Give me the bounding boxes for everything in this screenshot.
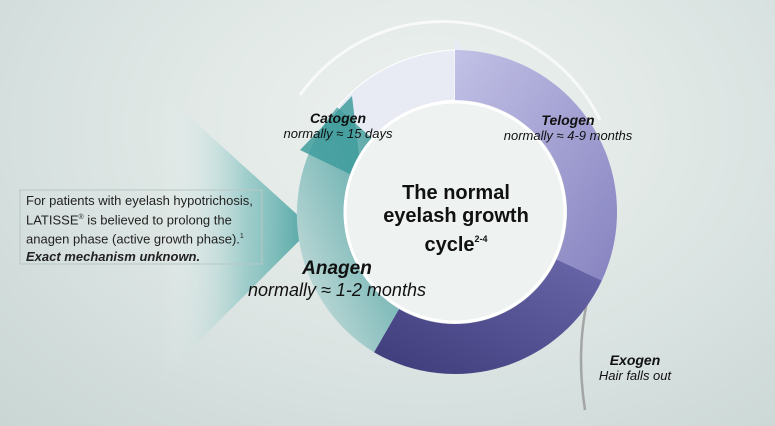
title-line-1: The normal [402, 182, 510, 204]
phase-label-exogen: Exogen Hair falls out [592, 352, 678, 383]
telogen-name: Telogen [541, 112, 595, 128]
center-disc [343, 100, 567, 324]
ring-segment-telogen [455, 50, 618, 281]
note-box [19, 189, 263, 265]
title-reference: 2-4 [474, 234, 488, 244]
note-emphasis: Exact mechanism unknown. [26, 248, 201, 264]
catogen-name: Catogen [310, 110, 366, 126]
latisse-note: For patients with eyelash hypotrichosis,… [26, 192, 266, 265]
ring-segment-exogen [374, 259, 602, 375]
exogen-name: Exogen [609, 352, 661, 368]
exogen-duration: Hair falls out [598, 368, 672, 383]
phase-label-anagen: Anagen normally ≈ 1-2 months [238, 258, 436, 301]
note-text-1: For patients with eyelash hypotrichosis,… [26, 193, 253, 228]
anagen-arrowhead [300, 96, 362, 180]
ring-segment-anagen [296, 107, 399, 353]
title-line-3: cycle [424, 234, 475, 256]
phase-label-telogen: Telogen normally ≈ 4-9 months [498, 112, 638, 143]
note-registered-mark: ® [78, 214, 84, 221]
note-reference: 1 [239, 233, 244, 241]
anagen-name: Anagen [302, 258, 372, 279]
catogen-duration: normally ≈ 15 days [283, 126, 393, 141]
title-line-3-wrap: cycle2-4 [372, 228, 540, 257]
anagen-duration: normally ≈ 1-2 months [248, 280, 426, 300]
anagen-beam [162, 92, 312, 378]
telogen-duration: normally ≈ 4-9 months [503, 128, 633, 143]
note-text-2: is believed to prolong the anagen phase … [26, 212, 240, 247]
cycle-title: The normal eyelash growth cycle2-4 [372, 182, 540, 257]
title-line-2: eyelash growth [383, 205, 529, 227]
outer-swoosh-arc [298, 19, 602, 121]
phase-label-catogen: Catogen normally ≈ 15 days [282, 110, 394, 141]
